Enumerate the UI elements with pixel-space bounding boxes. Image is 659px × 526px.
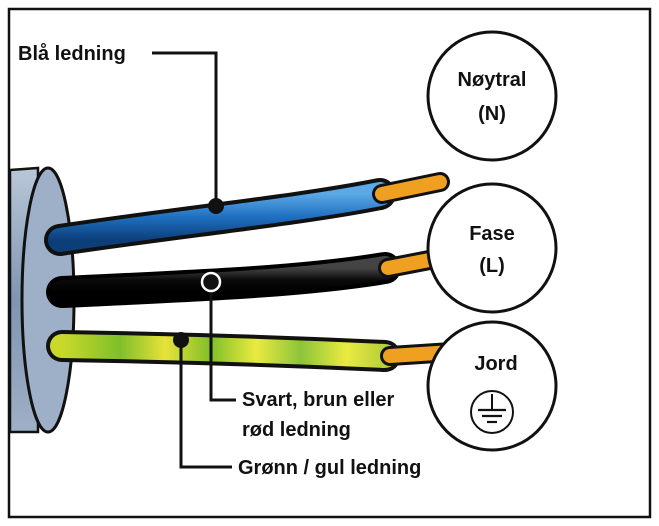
blue-wire [44, 172, 450, 256]
green-yellow-wire-dot [173, 332, 189, 348]
blue-leader [152, 51, 218, 205]
green-yellow-wire-label: Grønn / gul ledning [238, 457, 421, 479]
earth-terminal [426, 320, 558, 452]
earth-name: Jord [474, 353, 517, 375]
phase-name: Fase [469, 223, 515, 245]
black-wire-label-line1: Svart, brun eller [242, 389, 394, 411]
neutral-code: (N) [478, 103, 506, 125]
black-leader [209, 282, 236, 402]
leader-lines [152, 51, 236, 469]
phase-terminal [426, 182, 558, 314]
green-yellow-leader [179, 340, 232, 469]
phase-code: (L) [479, 255, 505, 277]
green-yellow-wire [46, 330, 462, 372]
blue-wire-dot [208, 198, 224, 214]
earth-ground-icon [470, 390, 514, 434]
neutral-terminal [426, 30, 558, 162]
neutral-name: Nøytral [458, 69, 527, 91]
black-wire-label-line2: rød ledning [242, 419, 351, 441]
black-wire-dot [200, 271, 222, 293]
blue-wire-label: Blå ledning [18, 42, 126, 65]
